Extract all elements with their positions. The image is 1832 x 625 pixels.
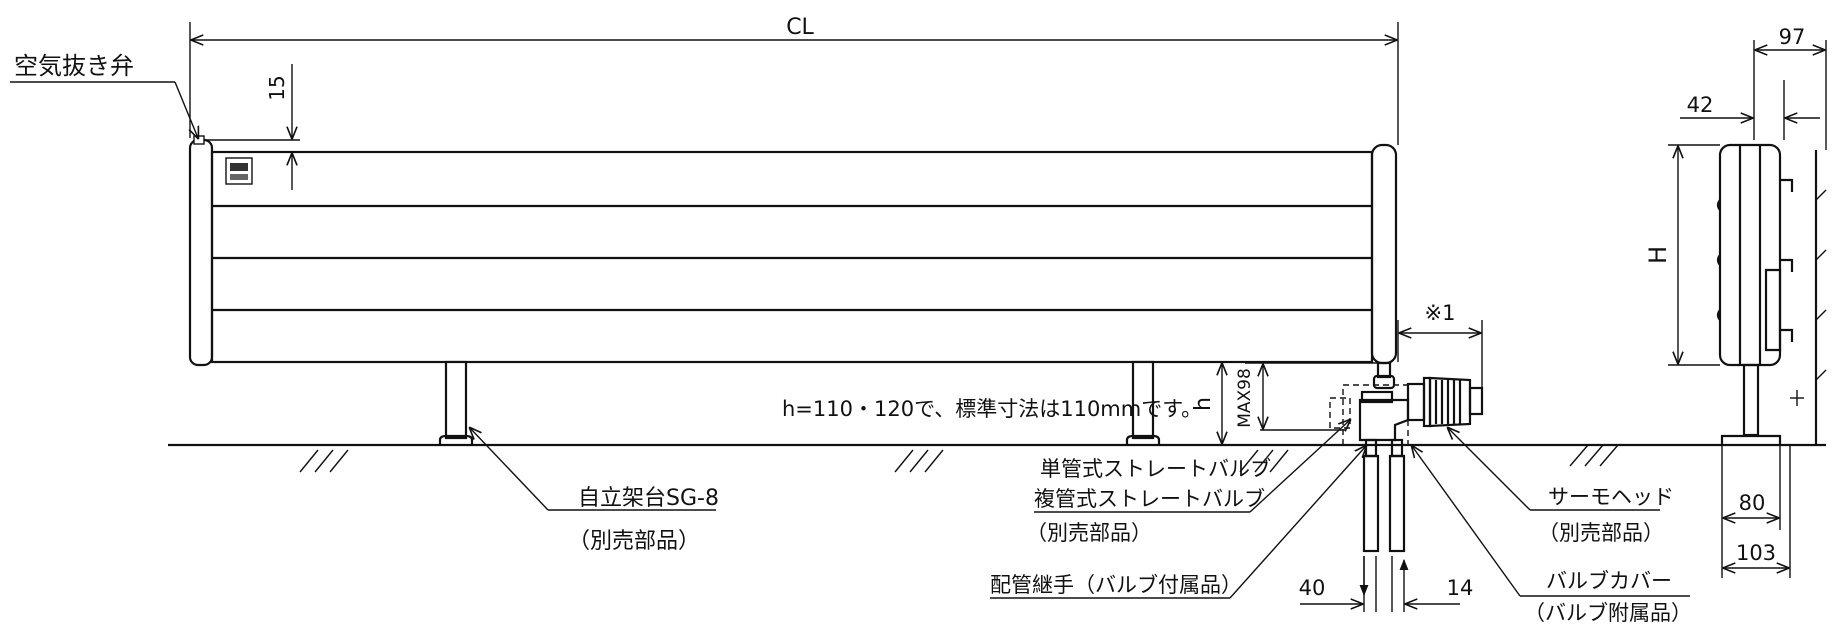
valve-callout: 単管式ストレートバルブ 複管式ストレートバルブ （別売部品） [1026, 420, 1350, 545]
dim-star1-label: ※1 [1425, 301, 1456, 325]
valve-note-label: （別売部品） [1026, 521, 1152, 545]
dim-h-label: h [1191, 397, 1216, 411]
stand-callout: 自立架台SG-8 （別売部品） [470, 428, 719, 554]
dim-cl-label: CL [786, 15, 814, 40]
dim-max98-label: MAX98 [1235, 368, 1255, 428]
radiator-side-view [1716, 143, 1818, 445]
air-vent-label: 空気抜き弁 [14, 52, 134, 80]
pipe-joint-label: 配管継手（バルブ付属品） [990, 573, 1242, 597]
valve-double-label: 複管式ストレートバルブ [1034, 487, 1265, 511]
dim-H: H [1644, 144, 1720, 366]
dim-cl: CL [189, 15, 1399, 145]
dim-40-label: 40 [1299, 576, 1326, 600]
valve-cover-label: バルブカバー [1546, 569, 1672, 593]
dim-97-label: 97 [1779, 25, 1806, 49]
stand-left [438, 360, 474, 445]
dim-max98: MAX98 [1235, 362, 1380, 431]
dim-14-label: 14 [1447, 576, 1474, 600]
pipe-joint-callout: 配管継手（バルブ付属品） [990, 446, 1366, 599]
thermo-note-label: （別売部品） [1538, 521, 1664, 545]
dim-40-14: 40 14 [1299, 556, 1474, 612]
air-vent-callout: 空気抜き弁 [10, 52, 198, 138]
dim-star1: ※1 [1397, 301, 1483, 388]
dim-H-label: H [1644, 246, 1672, 264]
thermo-head-callout: サーモヘッド （別売部品） [1448, 428, 1674, 545]
note-h-standard: h=110・120で、標準寸法は110mmです。 [782, 397, 1202, 421]
dim-h: h [1160, 361, 1232, 443]
valve-single-label: 単管式ストレートバルブ [1040, 457, 1271, 481]
dim-97: 97 [1753, 25, 1827, 150]
floor-hatch [299, 444, 1619, 473]
dim-80-label: 80 [1739, 491, 1766, 515]
valve-assembly [1329, 361, 1484, 553]
dim-15: 15 [204, 64, 300, 190]
dim-42-label: 42 [1687, 93, 1714, 117]
stand-right [1125, 360, 1161, 445]
stand-name-label: 自立架台SG-8 [578, 486, 719, 511]
radiator-front-view [188, 135, 1398, 367]
dim-15-label: 15 [265, 75, 289, 100]
air-vent-valve [193, 135, 205, 145]
brand-logo [225, 157, 253, 185]
valve-cover-note-label: （バルブ附属品） [1524, 601, 1692, 625]
dim-103-label: 103 [1736, 541, 1776, 565]
wall-hatch [1815, 189, 1827, 381]
flow-arrows [1359, 556, 1409, 600]
thermo-head-label: サーモヘッド [1548, 485, 1674, 509]
dim-80-103: 80 103 [1721, 445, 1791, 578]
valve-cover-callout: バルブカバー （バルブ附属品） [1412, 446, 1692, 625]
stand-note-label: （別売部品） [568, 529, 700, 554]
dim-42: 42 [1680, 80, 1820, 140]
